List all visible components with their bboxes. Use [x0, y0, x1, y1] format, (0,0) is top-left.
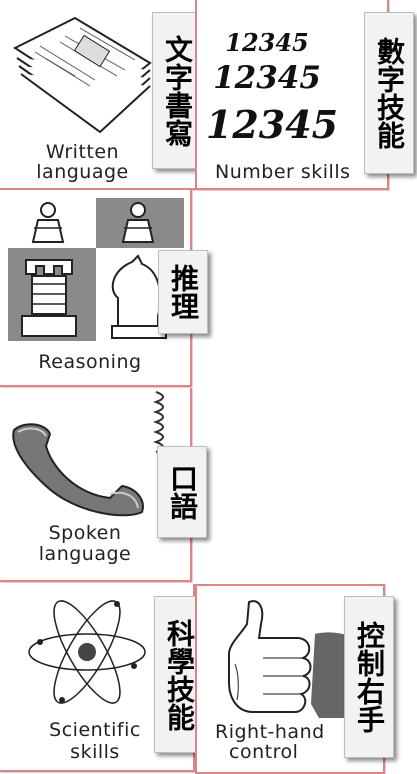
telephone-handset-icon — [12, 391, 164, 517]
newspaper-icon — [12, 16, 152, 134]
spoken-language-label-line2: language — [38, 543, 132, 565]
written-language-label-line1: Written — [45, 141, 120, 163]
number-skills-chinese-tag: 數字技能 — [364, 12, 414, 174]
written-language-chinese-tag: 文字書寫 — [152, 12, 202, 169]
reasoning-chinese-tag: 推理 — [158, 250, 208, 334]
spoken-language-label-line1: Spoken — [48, 522, 122, 544]
spoken-language-chinese-tag: 口語 — [157, 446, 207, 538]
digits-small: 12345 — [225, 28, 309, 57]
scientific-skills-label-line1: Scientific — [49, 719, 141, 741]
digits-large: 12345 — [205, 102, 339, 147]
scientific-skills-label-line2: skills — [70, 741, 120, 763]
right-hand-control-chinese-tag: 控制右手 — [344, 596, 394, 758]
atom-icon — [28, 600, 146, 704]
right-hand-control-label-line1: Right-hand — [215, 721, 325, 743]
digits-medium: 12345 — [213, 60, 321, 96]
reasoning-label: Reasoning — [38, 351, 142, 373]
panel-number-skills: 12345 12345 12345 Number skills — [195, 0, 389, 190]
right-hand-control-label-line2: control — [229, 741, 299, 763]
number-skills-label: Number skills — [215, 161, 351, 183]
thumbs-up-icon — [228, 600, 357, 718]
written-language-label-line2: language — [36, 161, 129, 183]
panel-spoken-language: Spoken language — [0, 388, 192, 582]
